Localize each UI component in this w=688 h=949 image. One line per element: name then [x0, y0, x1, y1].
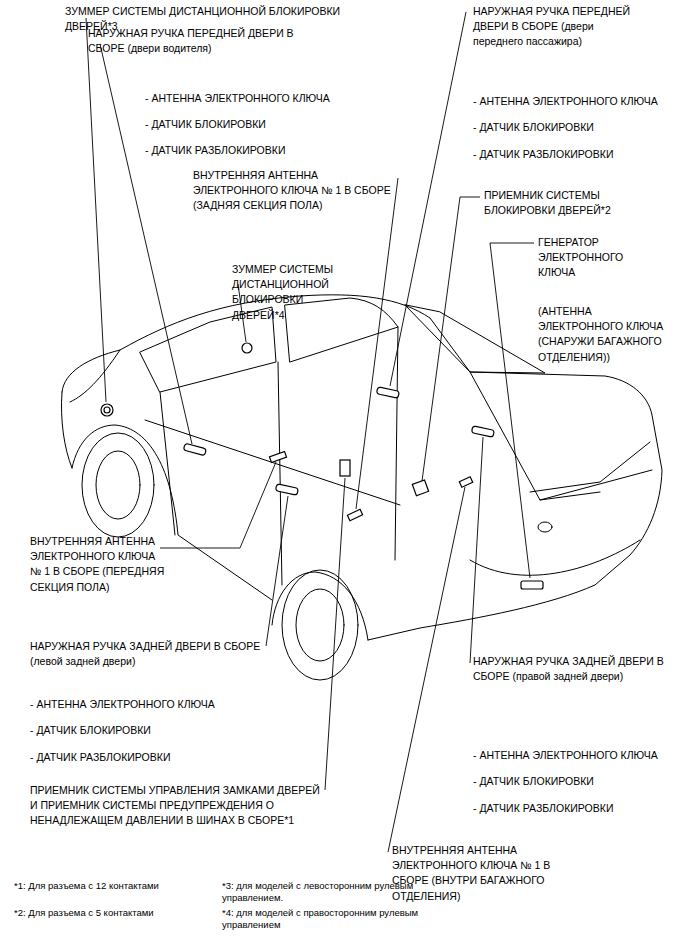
door-line: [395, 327, 398, 560]
part-label: - ДАТЧИК РАЗБЛОКИРОВКИ: [145, 143, 375, 158]
part-label: - ДАТЧИК БЛОКИРОВКИ: [145, 117, 375, 132]
tail-light: [540, 492, 600, 500]
part-label: ВНУТРЕННЯЯ АНТЕННА ЭЛЕКТРОННОГО КЛЮЧА № …: [193, 168, 393, 214]
leader-lines: [86, 12, 534, 852]
part-label: ПРИЕМНИК СИСТЕМЫ БЛОКИРОВКИ ДВЕРЕЙ*2: [484, 188, 634, 218]
emblem: [538, 522, 552, 532]
rear-wheel: [282, 570, 358, 680]
leader-line: [422, 197, 480, 481]
part-label: - АНТЕННА ЭЛЕКТРОННОГО КЛЮЧА: [30, 697, 260, 712]
part-label: ВНУТРЕННЯЯ АНТЕННА ЭЛЕКТРОННОГО КЛЮЧА № …: [392, 843, 577, 904]
footnote: *4: для моделей с правосторонним рулевым…: [222, 907, 422, 932]
leader-line: [86, 18, 106, 402]
front-wheel: [82, 433, 154, 537]
leader-line: [390, 12, 466, 386]
door-line: [160, 392, 175, 535]
buzzer-symbol: [101, 404, 113, 416]
leader-line: [388, 487, 465, 852]
part-label: - АНТЕННА ЭЛЕКТРОННОГО КЛЮЧА: [473, 94, 673, 109]
part-label: - ДАТЧИК БЛОКИРОВКИ: [473, 774, 678, 789]
rear-wheel-arch: [272, 572, 368, 640]
part-label: ПРИЕМНИК СИСТЕМЫ УПРАВЛЕНИЯ ЗАМКАМИ ДВЕР…: [30, 783, 330, 829]
door-handle: [471, 426, 494, 437]
rear-bumper: [470, 540, 640, 575]
part-label: - ДАТЧИК РАЗБЛОКИРОВКИ: [473, 147, 673, 162]
part-label: - ДАТЧИК БЛОКИРОВКИ: [473, 120, 673, 135]
footnote: *2: Для разъема с 5 контактами: [14, 907, 214, 919]
footnote: *1: Для разъема с 12 контактами: [14, 880, 214, 892]
rear-window: [405, 305, 545, 373]
receiver-symbol: [340, 460, 350, 476]
front-face: [61, 392, 72, 468]
tail-light: [530, 442, 650, 492]
front-rim: [96, 451, 140, 519]
part-label: ЗУММЕР СИСТЕМЫ ДИСТАНЦИОННОЙ БЛОКИРОВКИ …: [232, 262, 352, 323]
part-label: НАРУЖНАЯ РУЧКА ЗАДНЕЙ ДВЕРИ В СБОРЕ (пра…: [473, 654, 678, 684]
buzzer-symbol: [242, 343, 252, 353]
part-label: НАРУЖНАЯ РУЧКА ПЕРЕДНЕЙ ДВЕРИ В СБОРЕ (д…: [473, 4, 641, 50]
trunk-lid: [470, 372, 652, 500]
part-label: НАРУЖНАЯ РУЧКА ЗАДНЕЙ ДВЕРИ В СБОРЕ (лев…: [30, 639, 270, 669]
hood-line: [70, 350, 120, 402]
leader-line: [160, 462, 276, 548]
part-label: - ДАТЧИК РАЗБЛОКИРОВКИ: [30, 750, 260, 765]
antenna-symbol: [347, 509, 362, 520]
door-handle: [183, 443, 206, 455]
leader-line: [266, 496, 288, 646]
part-label: - АНТЕННА ЭЛЕКТРОННОГО КЛЮЧА: [473, 748, 678, 763]
door-handle: [275, 484, 298, 495]
part-label: ВНУТРЕННЯЯ АНТЕННА ЭЛЕКТРОННОГО КЛЮЧА № …: [30, 534, 165, 595]
leader-line: [490, 243, 534, 578]
leader-line: [356, 178, 398, 509]
part-label: - ДАТЧИК РАЗБЛОКИРОВКИ: [473, 801, 678, 816]
key-generator: [521, 581, 543, 589]
part-label: ГЕНЕРАТОР ЭЛЕКТРОННОГО КЛЮЧА: [538, 235, 643, 281]
part-label: НАРУЖНАЯ РУЧКА ПЕРЕДНЕЙ ДВЕРИ В СБОРЕ (д…: [88, 26, 298, 56]
buzzer-symbol: [104, 407, 110, 413]
rear-door-window: [285, 298, 398, 362]
receiver-symbol: [412, 480, 428, 496]
antenna-symbol: [459, 477, 472, 488]
leader-line: [470, 437, 483, 663]
footnote: *3: для моделей с левосторонним рулевым …: [222, 880, 422, 905]
door-handle: [376, 387, 399, 398]
leader-line: [325, 478, 345, 790]
part-label: - АНТЕННА ЭЛЕКТРОННОГО КЛЮЧА: [145, 91, 375, 106]
part-label: (АНТЕННА ЭЛЕКТРОННОГО КЛЮЧА (СНАРУЖИ БАГ…: [538, 304, 678, 365]
antenna-symbol: [269, 451, 286, 462]
part-label: - ДАТЧИК БЛОКИРОВКИ: [30, 723, 260, 738]
